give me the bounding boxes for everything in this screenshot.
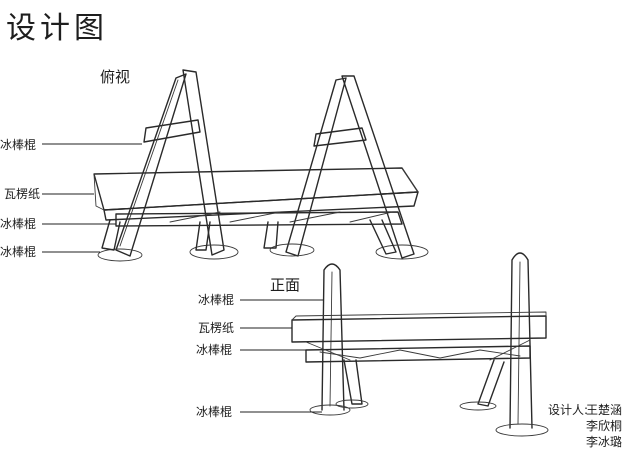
- front-left-upright: [309, 263, 351, 416]
- top-callout-2: 瓦楞纸: [4, 186, 40, 201]
- credits-prefix: 设计人:: [548, 403, 588, 417]
- top-board: [93, 167, 419, 221]
- sheet-title: 设计图: [6, 11, 108, 46]
- top-left-a-frame: [97, 69, 239, 262]
- front-truss: [305, 339, 531, 411]
- front-callout-4: 冰棒棍: [196, 405, 232, 419]
- front-callout-2: 瓦楞纸: [198, 320, 234, 335]
- top-view-label: 俯视: [100, 68, 130, 86]
- top-view: 俯视: [0, 68, 429, 262]
- credits-name-2: 李欣桐: [586, 418, 622, 433]
- top-callouts: 冰棒棍 瓦楞纸 冰棒棍 冰棒棍: [0, 138, 142, 259]
- front-view: 正面 冰棒棍: [196, 252, 549, 437]
- front-callout-1: 冰棒棍: [198, 293, 234, 307]
- top-callout-4: 冰棒棍: [0, 245, 36, 259]
- top-right-a-frame: [269, 75, 429, 260]
- credits-name-3: 李冰璐: [586, 434, 622, 449]
- top-truss: [101, 211, 403, 255]
- credits-name-1: 王楚涵: [586, 403, 622, 417]
- top-callout-3: 冰棒棍: [0, 217, 36, 231]
- top-callout-1: 冰棒棍: [0, 138, 36, 152]
- front-board: [291, 311, 547, 343]
- front-right-upright: [495, 252, 549, 437]
- front-callouts: 冰棒棍 瓦楞纸 冰棒棍 冰棒棍: [196, 293, 324, 419]
- credits: 设计人: 王楚涵 李欣桐 李冰璐: [548, 403, 622, 449]
- front-view-label: 正面: [270, 276, 300, 294]
- front-callout-3: 冰棒棍: [196, 343, 232, 357]
